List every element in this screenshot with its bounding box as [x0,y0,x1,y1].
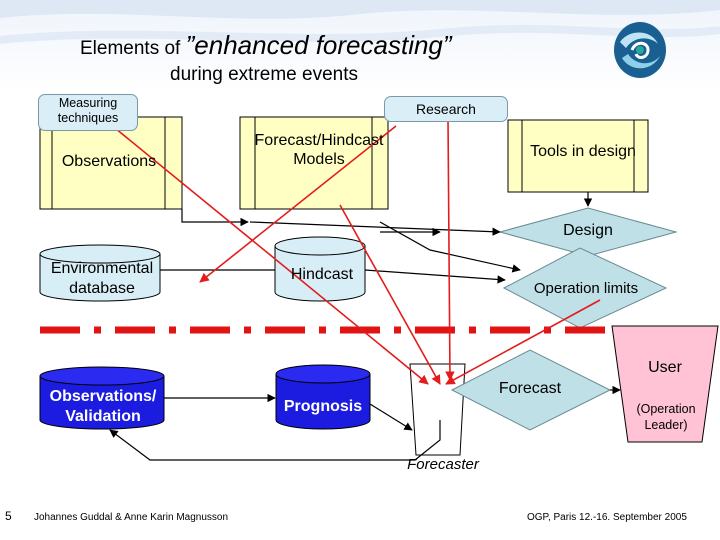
forecaster-label: Forecaster [407,456,479,473]
page-subtitle: during extreme events [170,64,358,85]
models-box [239,116,389,210]
operation-limits-diamond [502,247,668,329]
hindcast-cylinder [274,236,366,302]
prognosis-cylinder [275,364,371,430]
footer-event: OGP, Paris 12.-16. September 2005 [527,512,687,523]
forecaster-funnel [409,363,466,456]
swirl-globe-logo-icon [614,22,666,78]
obs-validation-cylinder [39,366,165,430]
measuring-techniques-callout: Measuring techniques [38,94,138,131]
env-database-label: Environmental database [50,260,154,297]
user-subtitle: (Operation Leader) [636,402,696,432]
tools-label: Tools in design [530,143,636,160]
user-label: User [648,359,682,376]
tools-box [507,119,649,193]
research-callout: Research [384,96,508,122]
design-diamond [498,207,678,257]
user-funnel [611,325,719,443]
flow-arrows [109,192,621,461]
env-database-cylinder [39,244,161,302]
models-label: Forecast/Hindcast Models [254,132,384,168]
page-title: Elements of ”enhanced forecasting” [80,30,452,60]
operation-limits-label: Operation limits [533,280,639,297]
observations-label: Observations [61,153,157,170]
forecast-label: Forecast [498,380,562,397]
footer-authors: Johannes Guddal & Anne Karin Magnusson [34,512,229,523]
hindcast-label: Hindcast [290,266,354,283]
page-number: 5 [5,509,12,523]
design-label: Design [563,222,613,239]
obs-validation-label: Observations/ Validation [49,388,157,425]
prognosis-label: Prognosis [283,398,363,415]
red-influence-arrows [109,117,601,385]
